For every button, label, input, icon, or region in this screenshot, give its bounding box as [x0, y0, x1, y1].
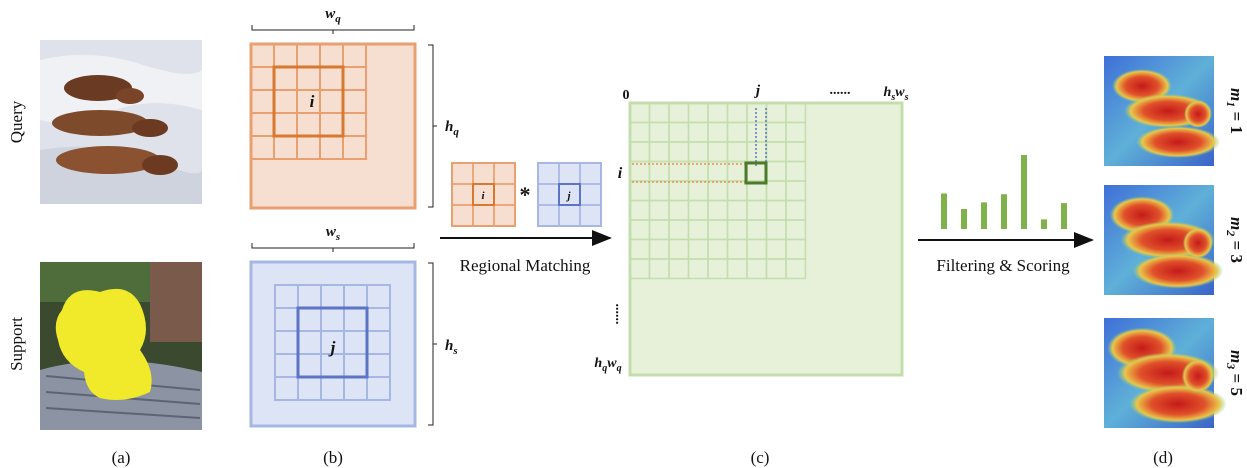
score-bar	[941, 193, 947, 229]
score-bar	[1001, 194, 1007, 229]
matching-count-label: m3 = 5	[1224, 350, 1246, 396]
support-width-label: ws	[326, 224, 340, 243]
correlation-grid-cell	[785, 258, 807, 280]
panel-b-caption: (b)	[323, 448, 343, 467]
score-bars	[941, 155, 1067, 229]
query-cell-label: i	[310, 92, 315, 111]
panel-d-caption: (d)	[1153, 448, 1173, 467]
query-patch-center	[472, 183, 495, 206]
support-cell-label: j	[328, 338, 336, 357]
score-bar	[981, 202, 987, 229]
support-height-label: hs	[445, 338, 458, 357]
query-feature-map	[249, 42, 417, 210]
row-ellipsis: ......	[612, 304, 627, 325]
row-index-label: i	[618, 165, 623, 182]
matching-count-label: m2 = 3	[1224, 217, 1246, 263]
query-grid-cell	[342, 135, 367, 160]
panel-a: Query Support (a)	[7, 40, 202, 467]
support-width-brace	[251, 243, 415, 252]
correlation-grid	[629, 102, 807, 280]
panel-d: m1 = 1 m2 = 3 m3 = 5 (d)	[1104, 56, 1246, 467]
support-image	[40, 262, 202, 430]
support-height-brace	[428, 262, 437, 426]
support-side-label: Support	[7, 317, 26, 371]
query-patch-label: i	[481, 190, 485, 202]
col-index-label: j	[754, 83, 761, 99]
matching-count-label: m1 = 1	[1224, 88, 1246, 134]
query-height-brace	[428, 44, 437, 208]
support-patch-grid	[537, 162, 602, 227]
col-ellipsis: ......	[830, 83, 851, 98]
support-patch-center	[558, 183, 581, 206]
query-window	[272, 65, 345, 138]
score-bar	[1041, 219, 1047, 229]
panel-c-caption: (c)	[751, 448, 770, 467]
query-image	[40, 40, 202, 204]
row-end-label: hqwq	[594, 356, 621, 374]
support-feature-map	[249, 260, 417, 428]
support-patch-cell	[579, 204, 602, 227]
query-height-label: hq	[445, 119, 459, 138]
correlation-operator: *	[520, 182, 531, 207]
matched-cell	[744, 161, 768, 185]
filtering-scoring: Filtering & Scoring	[918, 155, 1094, 275]
col-end-label: hsws	[884, 85, 909, 103]
query-patch-cell	[493, 204, 516, 227]
panel-a-caption: (a)	[112, 448, 131, 467]
regional-matching: i * j Regional Matching	[440, 162, 612, 275]
support-grid-cell	[366, 376, 391, 401]
attention-heatmap	[1104, 56, 1220, 166]
panel-b: i wq hq j ws hs (b)	[249, 6, 459, 467]
query-side-label: Query	[7, 100, 26, 143]
score-bar	[1061, 203, 1067, 229]
origin-label: 0	[623, 88, 630, 103]
panel-c: 0 j ...... hsws i ...... hqwq (c)	[594, 83, 908, 467]
matching-label: Regional Matching	[460, 256, 591, 275]
attention-heatmap	[1104, 318, 1227, 428]
scoring-label: Filtering & Scoring	[936, 256, 1070, 275]
query-width-brace	[251, 25, 415, 34]
query-width-label: wq	[325, 6, 341, 25]
support-window	[296, 306, 369, 379]
support-patch-label: j	[565, 190, 571, 202]
attention-heatmap	[1104, 185, 1224, 295]
score-bar	[961, 209, 967, 229]
score-bar	[1021, 155, 1027, 229]
